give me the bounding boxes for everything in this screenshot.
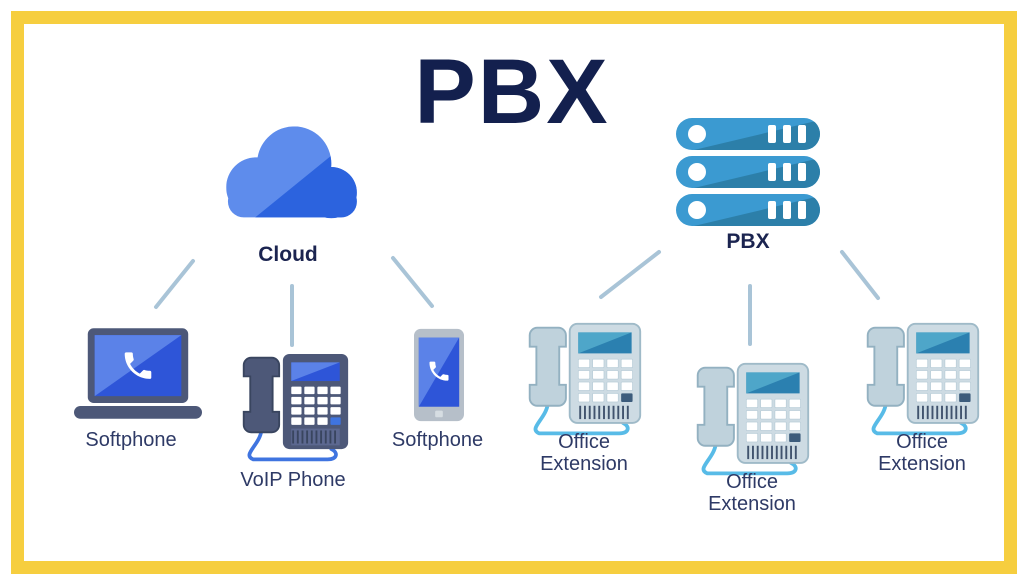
- pbx-label: PBX: [726, 230, 770, 253]
- softphone-laptop-label: Softphone: [85, 429, 177, 451]
- voip-phone-node: [240, 352, 350, 466]
- office-phone-icon: [695, 361, 811, 476]
- office-phone-icon: [527, 321, 643, 436]
- office-extension-3-node: [862, 320, 982, 442]
- office-phone-icon: [865, 321, 981, 436]
- smartphone-icon: [414, 328, 464, 422]
- page-title: PBX: [414, 41, 610, 143]
- connector-pbx-office1: [599, 250, 661, 299]
- connector-cloud-mobile: [391, 256, 434, 308]
- office-extension-1-node: [524, 320, 644, 442]
- softphone-mobile-node: [414, 327, 464, 423]
- connector-pbx-office3: [840, 250, 880, 300]
- office-extension-2-label: Office Extension: [708, 471, 796, 515]
- pbx-node: [676, 118, 820, 226]
- voip-phone-icon: [242, 354, 349, 462]
- softphone-mobile-label: Softphone: [391, 429, 484, 451]
- softphone-laptop-node: [74, 328, 202, 419]
- server-stack-icon: [676, 118, 820, 226]
- cloud-label: Cloud: [258, 243, 318, 266]
- office-extension-1-label: Office Extension: [540, 431, 628, 475]
- laptop-icon: [74, 328, 202, 419]
- connector-cloud-laptop: [154, 259, 195, 309]
- cloud-node: [212, 122, 364, 228]
- cloud-icon: [226, 126, 357, 219]
- office-extension-2-node: [692, 360, 812, 482]
- office-extension-3-label: Office Extension: [878, 431, 966, 475]
- voip-phone-label: VoIP Phone: [240, 469, 346, 491]
